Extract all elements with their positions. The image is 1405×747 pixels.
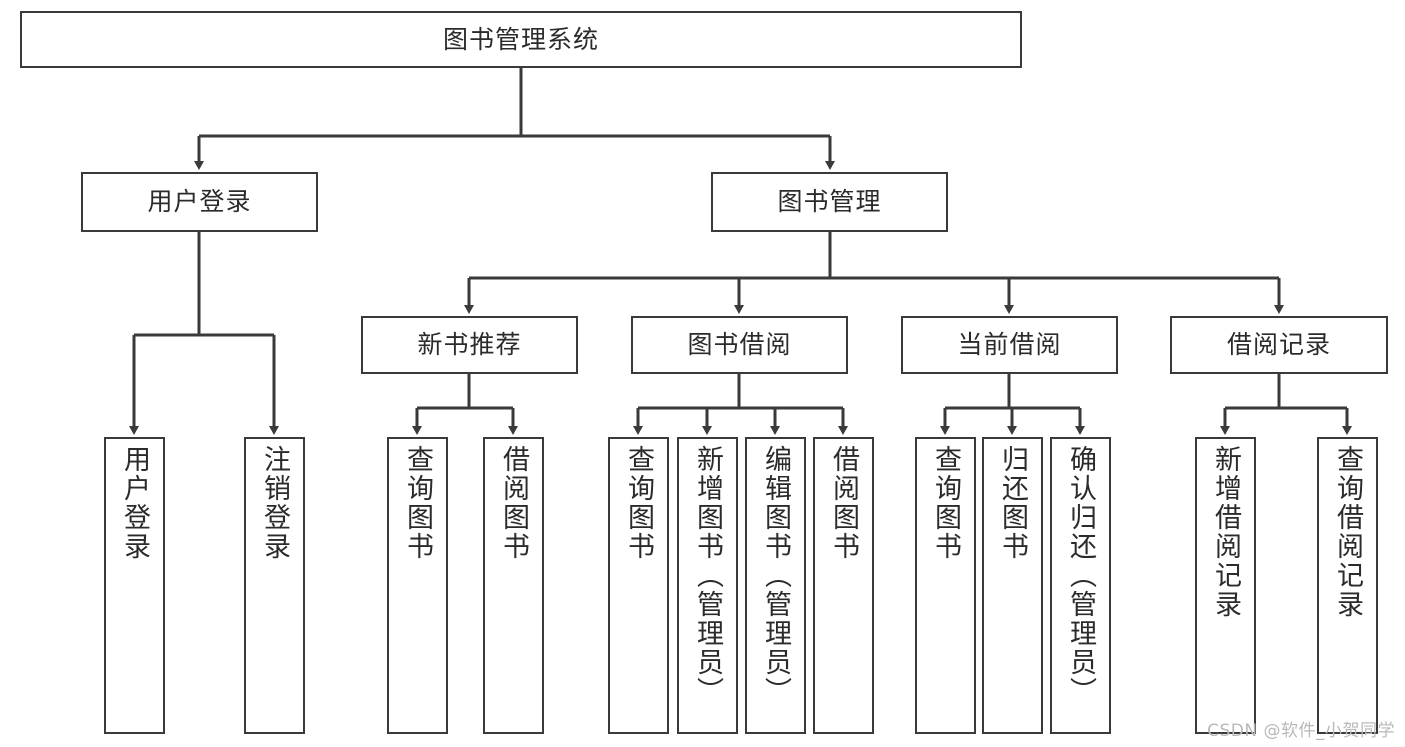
node-label: 查询图书 <box>623 445 654 561</box>
leaf-borrow-edit-book-admin[interactable]: 编辑图书（管理员） <box>745 437 806 734</box>
leaf-current-confirm-return-admin[interactable]: 确认归还（管理员） <box>1050 437 1111 734</box>
node-user-login[interactable]: 用户登录 <box>81 172 318 232</box>
node-label: 新增借阅记录 <box>1210 445 1241 619</box>
leaf-borrow-borrow-book[interactable]: 借阅图书 <box>813 437 874 734</box>
leaf-record-add[interactable]: 新增借阅记录 <box>1195 437 1256 734</box>
leaf-borrow-add-book-admin[interactable]: 新增图书（管理员） <box>677 437 738 734</box>
node-label: 新增图书（管理员） <box>692 445 723 706</box>
leaf-record-query[interactable]: 查询借阅记录 <box>1317 437 1378 734</box>
node-label: 查询图书 <box>930 445 961 561</box>
node-label: 查询图书 <box>402 445 433 561</box>
node-label: 用户登录 <box>119 445 150 561</box>
node-label: 确认归还（管理员） <box>1065 445 1096 706</box>
node-label: 用户登录 <box>147 187 252 217</box>
node-book-borrow[interactable]: 图书借阅 <box>631 316 848 374</box>
node-book-management[interactable]: 图书管理 <box>711 172 948 232</box>
node-label: 图书管理系统 <box>442 24 599 54</box>
leaf-current-return-book[interactable]: 归还图书 <box>982 437 1043 734</box>
node-label: 图书管理 <box>777 187 882 217</box>
node-label: 新书推荐 <box>417 330 522 360</box>
node-root-system[interactable]: 图书管理系统 <box>20 11 1022 68</box>
node-label: 当前借阅 <box>957 330 1062 360</box>
node-label: 归还图书 <box>997 445 1028 561</box>
node-label: 借阅图书 <box>828 445 859 561</box>
node-label: 借阅图书 <box>498 445 529 561</box>
leaf-user-login-signin[interactable]: 用户登录 <box>104 437 165 734</box>
node-label: 图书借阅 <box>687 330 792 360</box>
node-label: 编辑图书（管理员） <box>760 445 791 706</box>
node-new-book-recommend[interactable]: 新书推荐 <box>361 316 578 374</box>
node-borrow-record[interactable]: 借阅记录 <box>1170 316 1388 374</box>
node-label: 借阅记录 <box>1226 330 1331 360</box>
leaf-new-book-query[interactable]: 查询图书 <box>387 437 448 734</box>
leaf-user-login-signout[interactable]: 注销登录 <box>244 437 305 734</box>
leaf-borrow-query-book[interactable]: 查询图书 <box>608 437 669 734</box>
node-current-borrow[interactable]: 当前借阅 <box>901 316 1118 374</box>
node-label: 注销登录 <box>259 445 290 561</box>
leaf-new-book-borrow[interactable]: 借阅图书 <box>483 437 544 734</box>
leaf-current-query-book[interactable]: 查询图书 <box>915 437 976 734</box>
node-label: 查询借阅记录 <box>1332 445 1363 619</box>
